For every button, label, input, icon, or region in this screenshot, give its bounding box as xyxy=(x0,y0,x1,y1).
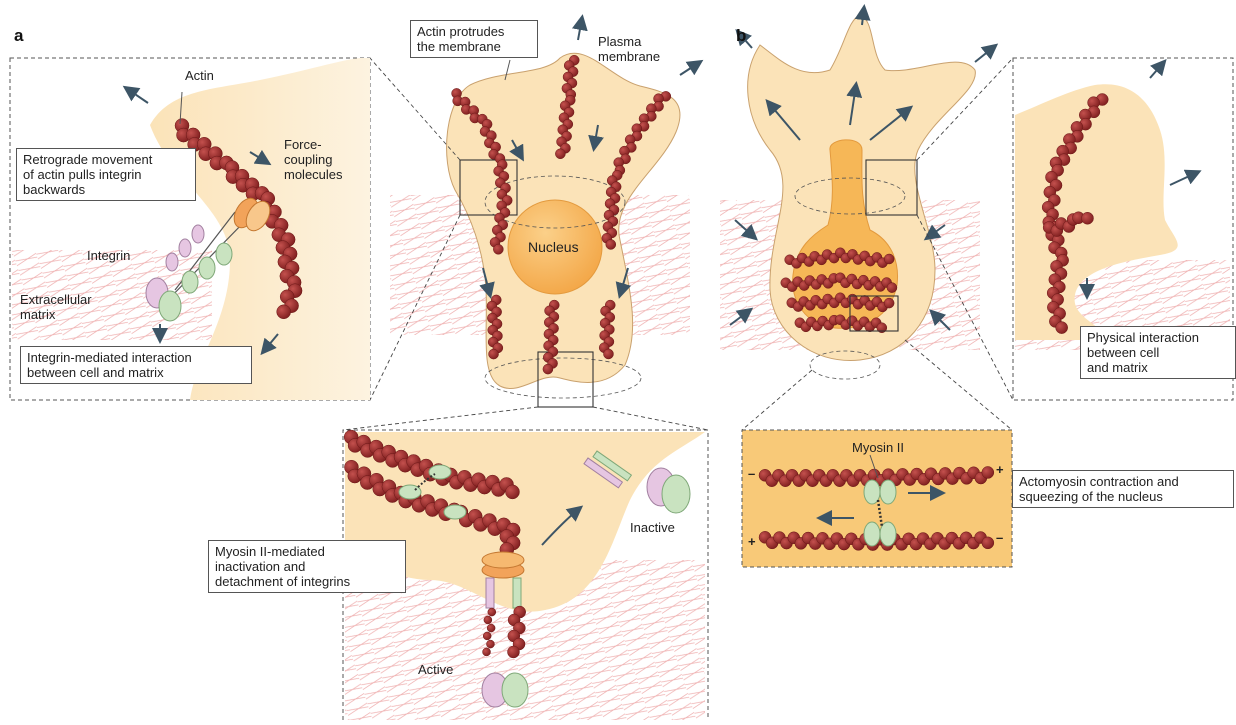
label-nucleus: Nucleus xyxy=(528,240,579,255)
actin-monomer xyxy=(487,624,495,632)
panel-label-b: b xyxy=(736,26,746,46)
callout-myosin-mediated-line-2: inactivation and xyxy=(215,559,399,574)
callout-actin-protrudes: Actin protrudes the membrane xyxy=(410,20,538,58)
callout-physical-interaction-line-2: between cell xyxy=(1087,345,1229,360)
label-plasma-membrane: Plasma membrane xyxy=(598,34,660,64)
actin-monomer xyxy=(982,466,994,478)
panel-b-central-cell xyxy=(720,8,995,379)
label-extracellular-matrix-line-1: Extracellular xyxy=(20,292,92,307)
label-force-coupling-line-3: molecules xyxy=(284,167,343,182)
actin-monomer xyxy=(484,616,492,624)
actin-monomer xyxy=(489,349,499,359)
actin-monomer xyxy=(543,364,553,374)
callout-actomyosin-line-2: squeezing of the nucleus xyxy=(1019,489,1227,504)
label-plasma-membrane-line-2: membrane xyxy=(598,49,660,64)
callout-myosin-mediated-line-3: detachment of integrins xyxy=(215,574,399,589)
plus-sign-bottom: + xyxy=(748,534,756,549)
actin-monomer xyxy=(486,640,494,648)
callout-actomyosin: Actomyosin contraction and squeezing of … xyxy=(1012,470,1234,508)
callout-integrin-mediated: Integrin-mediated interaction between ce… xyxy=(20,346,252,384)
label-force-coupling-line-2: coupling xyxy=(284,152,343,167)
plus-sign-top: + xyxy=(996,462,1004,477)
label-inactive: Inactive xyxy=(630,520,675,535)
actin-monomer xyxy=(488,608,496,616)
actin-monomer xyxy=(606,239,616,249)
label-active: Active xyxy=(418,662,453,677)
minus-sign-top: – xyxy=(748,466,755,481)
callout-actomyosin-line-1: Actomyosin contraction and xyxy=(1019,474,1227,489)
actin-monomer xyxy=(982,537,994,549)
callout-actin-protrudes-line-2: the membrane xyxy=(417,39,531,54)
actin-monomer xyxy=(1081,212,1093,224)
panel-a-central-cell xyxy=(390,18,700,407)
callout-myosin-mediated-line-1: Myosin II-mediated xyxy=(215,544,399,559)
actin-monomer xyxy=(505,485,519,499)
minus-sign-bottom: – xyxy=(996,530,1003,545)
actin-monomer xyxy=(603,349,613,359)
actin-monomer xyxy=(884,254,894,264)
label-actin: Actin xyxy=(185,68,214,83)
label-integrin: Integrin xyxy=(87,248,130,263)
actin-monomer xyxy=(493,244,503,254)
label-force-coupling: Force- coupling molecules xyxy=(284,137,343,182)
callout-retrograde: Retrograde movement of actin pulls integ… xyxy=(16,148,196,201)
label-extracellular-matrix-line-2: matrix xyxy=(20,307,92,322)
label-extracellular-matrix: Extracellular matrix xyxy=(20,292,92,322)
callout-physical-interaction: Physical interaction between cell and ma… xyxy=(1080,326,1236,379)
actin-monomer xyxy=(277,305,291,319)
label-myosin-ii: Myosin II xyxy=(852,440,904,455)
callout-integrin-mediated-line-2: between cell and matrix xyxy=(27,365,245,380)
callout-retrograde-line-1: Retrograde movement xyxy=(23,152,189,167)
callout-physical-interaction-line-3: and matrix xyxy=(1087,360,1229,375)
actin-monomer xyxy=(1056,322,1068,334)
actin-monomer xyxy=(483,648,491,656)
actin-monomer xyxy=(555,149,565,159)
actin-monomer xyxy=(884,298,894,308)
callout-physical-interaction-line-1: Physical interaction xyxy=(1087,330,1229,345)
label-force-coupling-line-1: Force- xyxy=(284,137,343,152)
callout-actin-protrudes-line-1: Actin protrudes xyxy=(417,24,531,39)
callout-integrin-mediated-line-1: Integrin-mediated interaction xyxy=(27,350,245,365)
callout-retrograde-line-2: of actin pulls integrin xyxy=(23,167,189,182)
panel-label-a: a xyxy=(14,26,23,46)
label-plasma-membrane-line-1: Plasma xyxy=(598,34,660,49)
callout-myosin-mediated: Myosin II-mediated inactivation and deta… xyxy=(208,540,406,593)
actin-monomer xyxy=(887,283,897,293)
actin-monomer xyxy=(483,632,491,640)
actin-monomer xyxy=(507,646,519,658)
callout-retrograde-line-3: backwards xyxy=(23,182,189,197)
